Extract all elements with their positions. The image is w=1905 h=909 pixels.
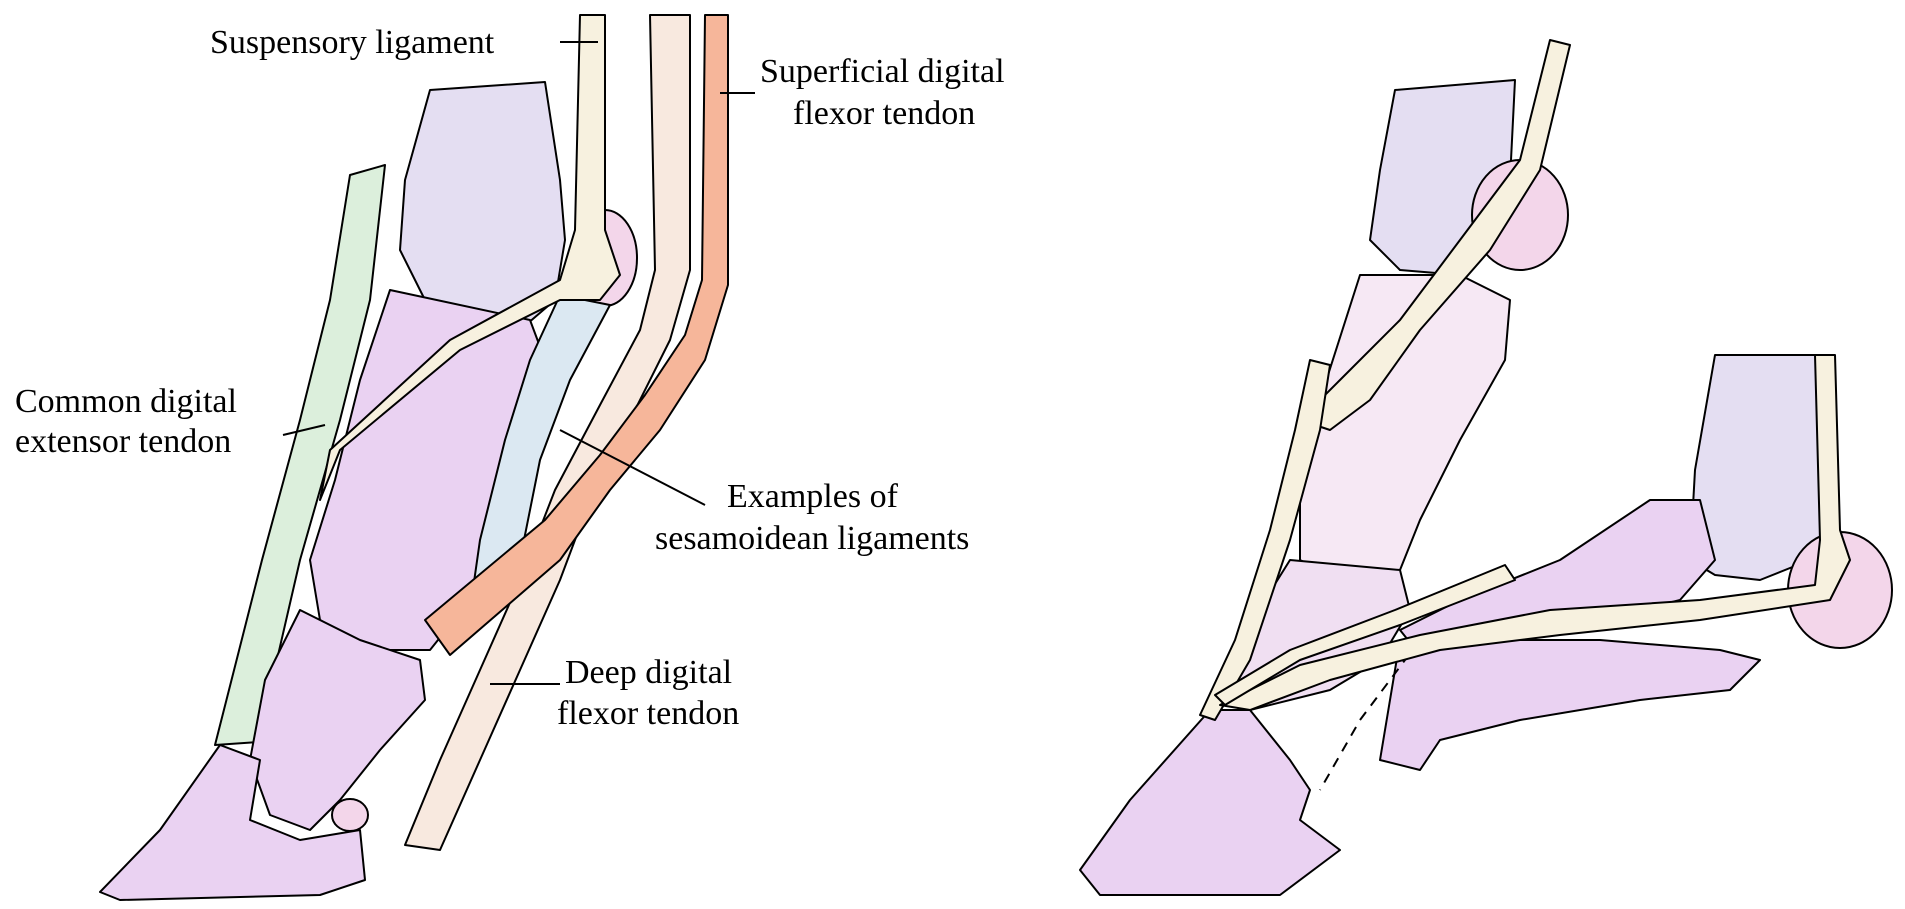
right-coffin-bone — [1080, 710, 1340, 895]
label-deep-flexor-line1: Deep digital — [565, 654, 732, 691]
label-sesamoidean-line1: Examples of — [727, 478, 899, 515]
navicular-bone — [332, 799, 368, 831]
label-superficial-flexor-line1: Superficial digital — [760, 53, 1005, 90]
label-common-extensor-line1: Common digital — [15, 383, 237, 420]
label-common-extensor-line2: extensor tendon — [15, 423, 231, 460]
label-suspensory-ligament: Suspensory ligament — [210, 24, 495, 61]
right-figure-extended-limb — [1080, 40, 1892, 895]
label-superficial-flexor-line2: flexor tendon — [793, 95, 975, 132]
right-second-coffin-bone — [1380, 640, 1760, 770]
label-deep-flexor-line2: flexor tendon — [557, 695, 739, 732]
left-figure-standing-limb: Suspensory ligament Superficial digital … — [15, 15, 1005, 900]
label-sesamoidean-line2: sesamoidean ligaments — [655, 520, 969, 557]
